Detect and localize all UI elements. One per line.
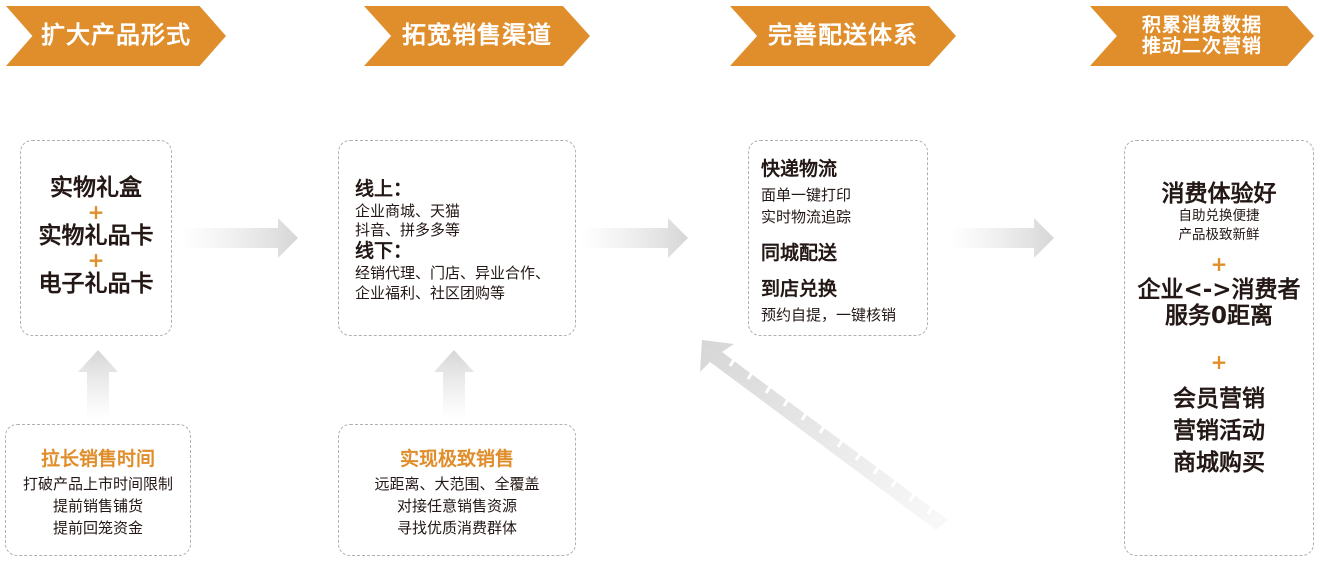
experience-detail-1: 自助兑换便捷: [1178, 208, 1260, 224]
member-marketing: 会员营销: [1173, 386, 1265, 412]
product-forms-box: 实物礼盒 + 实物礼品卡 + 电子礼品卡: [20, 140, 172, 336]
mall-purchase: 商城购买: [1173, 450, 1265, 476]
plus-sign: +: [1210, 252, 1228, 276]
enterprise-consumer-title: 企业<->消费者: [1137, 277, 1301, 303]
arrow-right-2: [580, 218, 688, 258]
offline-channels-1: 经销代理、门店、异业合作、: [355, 264, 551, 282]
step-4-label-line2: 推动二次营销: [1141, 35, 1262, 57]
step-3-banner: 完善配送体系: [730, 6, 956, 66]
arrow-up-1: [78, 350, 118, 420]
arrow-right-1: [182, 218, 298, 258]
product-form-e-card: 电子礼品卡: [38, 271, 154, 297]
step-4-label-line1: 积累消费数据: [1141, 14, 1262, 36]
ultimate-sales-detail-3: 寻找优质消费群体: [396, 519, 517, 537]
extend-sales-time-detail-2: 提前销售铺货: [52, 497, 143, 515]
step-2-label: 拓宽销售渠道: [402, 21, 552, 50]
city-delivery-title: 同城配送: [761, 242, 838, 264]
experience-detail-2: 产品极致新鲜: [1178, 227, 1260, 243]
express-detail-1: 面单一键打印: [761, 186, 852, 204]
express-detail-2: 实时物流追踪: [761, 208, 852, 226]
online-channels-2: 抖音、拼多多等: [355, 221, 461, 239]
extend-sales-time-detail-3: 提前回笼资金: [52, 519, 143, 537]
ultimate-sales-box: 实现极致销售 远距离、大范围、全覆盖 对接任意销售资源 寻找优质消费群体: [338, 424, 576, 556]
plus-sign: +: [1210, 350, 1228, 374]
step-1-banner: 扩大产品形式: [6, 6, 226, 66]
experience-title: 消费体验好: [1161, 181, 1277, 207]
consumer-data-box: 消费体验好 自助兑换便捷 产品极致新鲜 + 企业<->消费者 服务0距离 + 会…: [1124, 140, 1314, 556]
offline-title: 线下：: [355, 240, 413, 262]
step-3-label: 完善配送体系: [768, 21, 918, 50]
ultimate-sales-detail-1: 远距离、大范围、全覆盖: [374, 475, 540, 493]
arrow-diagonal-feedback: [700, 340, 948, 530]
extend-sales-time-detail-1: 打破产品上市时间限制: [22, 475, 173, 493]
step-1-label: 扩大产品形式: [41, 21, 191, 50]
step-2-banner: 拓宽销售渠道: [364, 6, 590, 66]
store-redeem-detail: 预约自提，一键核销: [761, 306, 897, 324]
marketing-activities: 营销活动: [1173, 418, 1265, 444]
express-title: 快递物流: [761, 158, 838, 180]
extend-sales-time-title: 拉长销售时间: [40, 448, 155, 470]
ultimate-sales-title: 实现极致销售: [399, 448, 514, 470]
store-redeem-title: 到店兑换: [761, 278, 838, 300]
arrow-right-3: [950, 218, 1054, 258]
arrow-up-2: [434, 350, 474, 420]
step-4-banner: 积累消费数据 推动二次营销: [1090, 6, 1314, 66]
online-channels-1: 企业商城、天猫: [355, 202, 461, 220]
delivery-system-box: 快递物流 面单一键打印 实时物流追踪 同城配送 到店兑换 预约自提，一键核销: [748, 140, 928, 336]
ultimate-sales-detail-2: 对接任意销售资源: [396, 497, 517, 515]
extend-sales-time-box: 拉长销售时间 打破产品上市时间限制 提前销售铺货 提前回笼资金: [5, 424, 191, 556]
online-title: 线上：: [355, 178, 413, 200]
plus-sign: +: [87, 248, 105, 272]
plus-sign: +: [87, 200, 105, 224]
zero-distance-title: 服务0距离: [1164, 303, 1273, 329]
product-form-physical-box: 实物礼盒: [50, 175, 142, 201]
product-form-physical-card: 实物礼品卡: [38, 223, 154, 249]
sales-channels-box: 线上： 企业商城、天猫 抖音、拼多多等 线下： 经销代理、门店、异业合作、 企业…: [338, 140, 576, 336]
offline-channels-2: 企业福利、社区团购等: [355, 284, 506, 302]
